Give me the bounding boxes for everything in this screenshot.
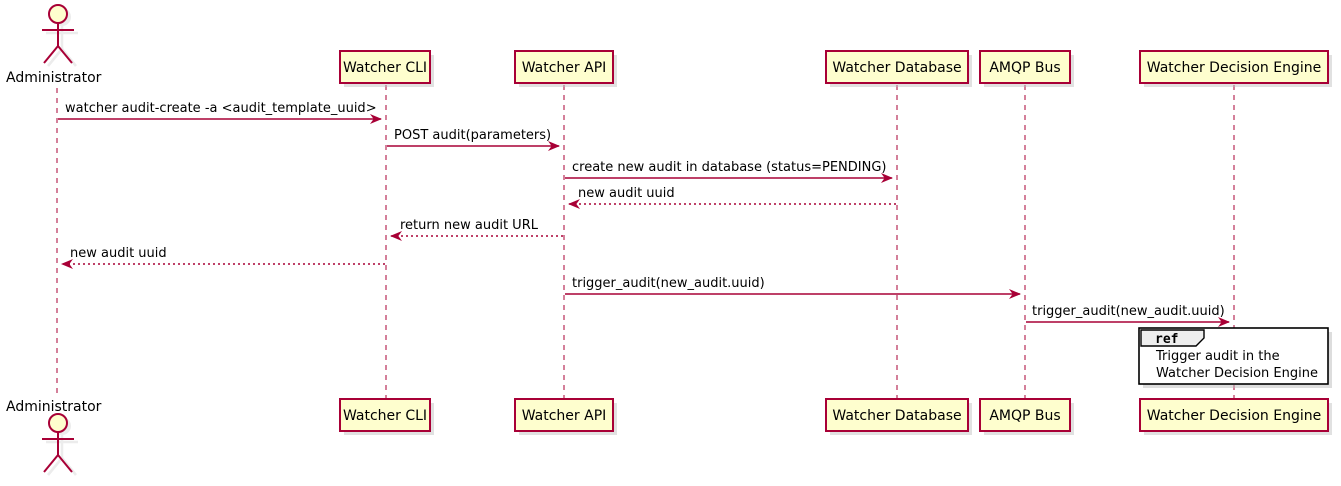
participant-amqp-top[interactable]: AMQP Bus <box>979 50 1074 87</box>
participant-box <box>979 50 1071 84</box>
actor-administrator-top[interactable]: Administrator <box>6 4 102 86</box>
participant-cli-top[interactable]: Watcher CLI <box>339 50 434 87</box>
participant-label-db-bottom: Watcher Database <box>832 408 961 424</box>
actor-leg-left-bottom <box>43 454 59 473</box>
participant-box <box>825 50 969 84</box>
participant-api-top[interactable]: Watcher API <box>514 50 617 87</box>
actor-administrator-bottom[interactable]: Administrator <box>6 399 102 476</box>
message-label-8: trigger_audit(new_audit.uuid) <box>1032 304 1225 319</box>
participant-box <box>825 398 969 432</box>
participant-label-cli-top: Watcher CLI <box>343 60 427 76</box>
participant-box <box>514 398 614 432</box>
actor-head-bottom <box>48 413 68 433</box>
participant-cli-bottom[interactable]: Watcher CLI <box>339 398 434 435</box>
ref-fragment-tag <box>1140 329 1205 347</box>
message-label-3: create new audit in database (status=PEN… <box>572 160 887 175</box>
message-3[interactable]: create new audit in database (status=PEN… <box>565 160 893 183</box>
participant-label-cli-bottom: Watcher CLI <box>343 408 427 424</box>
participant-label-api-bottom: Watcher API <box>522 408 607 424</box>
message-label-7: trigger_audit(new_audit.uuid) <box>572 276 765 291</box>
participant-decision-bottom[interactable]: Watcher Decision Engine <box>1139 398 1332 435</box>
participant-db-top[interactable]: Watcher Database <box>825 50 972 87</box>
participant-api-bottom[interactable]: Watcher API <box>514 398 617 435</box>
actor-leg-right-top <box>57 45 73 64</box>
participant-box <box>339 398 431 432</box>
participant-label-amqp-bottom: AMQP Bus <box>989 408 1060 424</box>
message-2[interactable]: POST audit(parameters) <box>387 128 560 151</box>
ref-fragment-line-2: Watcher Decision Engine <box>1156 366 1318 381</box>
participant-box <box>1139 398 1329 432</box>
message-label-5: return new audit URL <box>400 218 539 233</box>
message-7[interactable]: trigger_audit(new_audit.uuid) <box>565 276 1021 299</box>
ref-fragment-line-1: Trigger audit in the <box>1155 349 1280 364</box>
actor-label-administrator-top: Administrator <box>6 70 102 86</box>
participant-label-db-top: Watcher Database <box>832 60 961 76</box>
participant-label-decision-bottom: Watcher Decision Engine <box>1147 408 1321 424</box>
participant-box <box>514 50 614 84</box>
message-1[interactable]: watcher audit-create -a <audit_template_… <box>58 101 382 124</box>
message-6[interactable]: new audit uuid <box>61 246 385 269</box>
message-4[interactable]: new audit uuid <box>568 186 896 209</box>
participant-decision-top[interactable]: Watcher Decision Engine <box>1139 50 1332 87</box>
participant-label-decision-top: Watcher Decision Engine <box>1147 60 1321 76</box>
participant-label-api-top: Watcher API <box>522 60 607 76</box>
participant-box <box>979 398 1071 432</box>
actor-leg-right-bottom <box>57 454 73 473</box>
participant-box <box>1139 50 1329 84</box>
actor-leg-left-top <box>43 45 59 64</box>
participant-amqp-bottom[interactable]: AMQP Bus <box>979 398 1074 435</box>
participant-label-amqp-top: AMQP Bus <box>989 60 1060 76</box>
message-label-1: watcher audit-create -a <audit_template_… <box>65 101 377 116</box>
actor-label-administrator-bottom: Administrator <box>6 399 102 415</box>
message-label-2: POST audit(parameters) <box>394 128 551 143</box>
ref-fragment[interactable]: ref Trigger audit in the Watcher Decisio… <box>1138 327 1332 388</box>
ref-fragment-tag-label: ref <box>1155 332 1178 347</box>
message-label-4: new audit uuid <box>578 186 675 201</box>
actor-head-top <box>48 4 68 24</box>
message-5[interactable]: return new audit URL <box>390 218 563 241</box>
participant-db-bottom[interactable]: Watcher Database <box>825 398 972 435</box>
participant-box <box>339 50 431 84</box>
lifelines <box>56 85 1235 399</box>
message-label-6: new audit uuid <box>70 246 167 261</box>
message-8[interactable]: trigger_audit(new_audit.uuid) <box>1026 304 1230 327</box>
